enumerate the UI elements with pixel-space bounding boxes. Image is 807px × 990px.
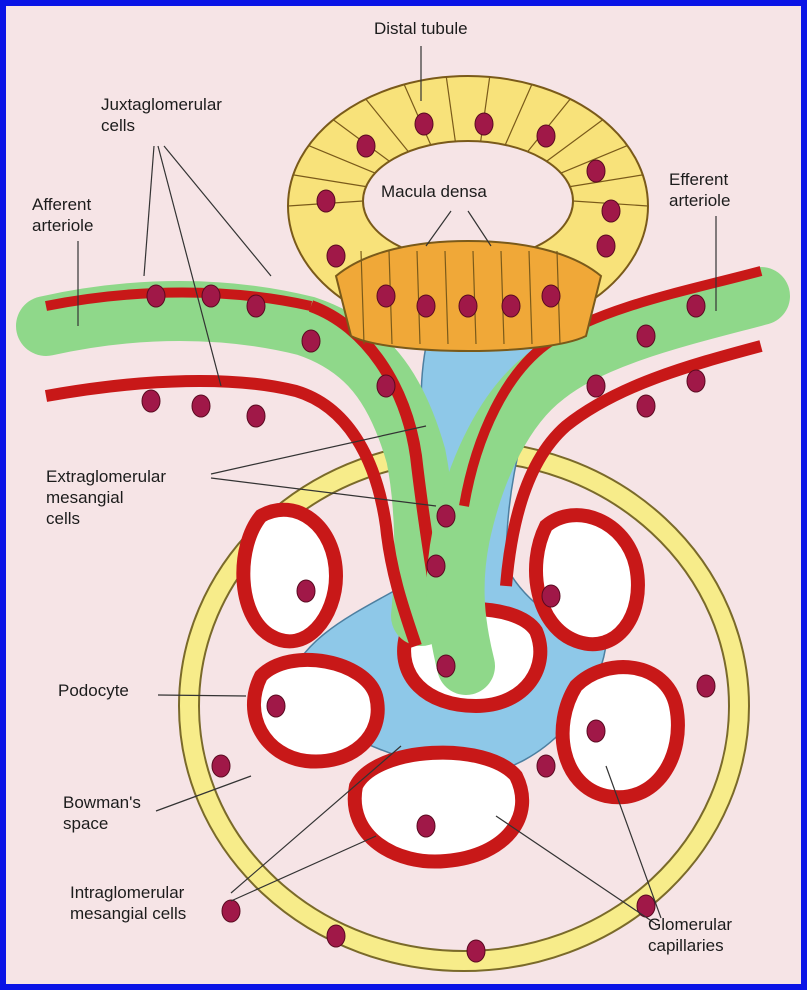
diagram-frame: Distal tubule Juxtaglomerular cells Affe…	[6, 6, 801, 984]
cell-nucleus	[459, 295, 477, 317]
cell-nucleus	[602, 200, 620, 222]
cell-nucleus	[317, 190, 335, 212]
cell-nucleus	[192, 395, 210, 417]
cell-nucleus	[637, 395, 655, 417]
cell-nucleus	[475, 113, 493, 135]
label-podocyte: Podocyte	[58, 680, 129, 701]
cell-nucleus	[597, 235, 615, 257]
capillary-loop-right-lower	[563, 667, 678, 797]
cell-nucleus	[542, 285, 560, 307]
leader-juxtaglomerular-cells-2	[164, 146, 271, 276]
capillary-loop-right-upper	[536, 515, 638, 644]
cell-nucleus	[437, 655, 455, 677]
label-bowmans-space: Bowman's space	[63, 792, 141, 834]
cell-nucleus	[222, 900, 240, 922]
cell-nucleus	[247, 295, 265, 317]
cell-nucleus	[467, 940, 485, 962]
cell-nucleus	[537, 755, 555, 777]
capillary-loop-bottom	[355, 753, 522, 862]
cell-nucleus	[502, 295, 520, 317]
leader-juxtaglomerular-cells-1	[144, 146, 154, 276]
cell-nucleus	[247, 405, 265, 427]
cell-nucleus	[142, 390, 160, 412]
label-juxtaglomerular-cells: Juxtaglomerular cells	[101, 94, 222, 136]
cell-nucleus	[212, 755, 230, 777]
cell-nucleus	[697, 675, 715, 697]
label-efferent-arteriole: Efferent arteriole	[669, 169, 730, 211]
label-distal-tubule: Distal tubule	[374, 18, 468, 39]
label-intraglomerular-mesangial-cells: Intraglomerular mesangial cells	[70, 882, 186, 924]
cell-nucleus	[297, 580, 315, 602]
cell-nucleus	[302, 330, 320, 352]
label-macula-densa: Macula densa	[381, 181, 487, 202]
cell-nucleus	[202, 285, 220, 307]
label-extraglomerular-mesangial-cells: Extraglomerular mesangial cells	[46, 466, 166, 529]
cell-nucleus	[327, 245, 345, 267]
cell-nucleus	[427, 555, 445, 577]
cell-nucleus	[587, 160, 605, 182]
capillary-loop-left-upper	[243, 510, 336, 642]
cell-nucleus	[377, 285, 395, 307]
cell-nucleus	[637, 325, 655, 347]
cell-nucleus	[147, 285, 165, 307]
label-glomerular-capillaries: Glomerular capillaries	[648, 914, 732, 956]
cell-nucleus	[377, 375, 395, 397]
leader-juxtaglomerular-cells-3	[158, 146, 221, 386]
cell-nucleus	[417, 295, 435, 317]
cell-nucleus	[537, 125, 555, 147]
cell-nucleus	[417, 815, 435, 837]
cell-nucleus	[415, 113, 433, 135]
label-afferent-arteriole: Afferent arteriole	[32, 194, 93, 236]
cell-nucleus	[687, 370, 705, 392]
cell-nucleus	[267, 695, 285, 717]
cell-nucleus	[357, 135, 375, 157]
cell-nucleus	[437, 505, 455, 527]
cell-nucleus	[542, 585, 560, 607]
cell-nucleus	[587, 375, 605, 397]
cell-nucleus	[327, 925, 345, 947]
cell-nucleus	[587, 720, 605, 742]
cell-nucleus	[687, 295, 705, 317]
